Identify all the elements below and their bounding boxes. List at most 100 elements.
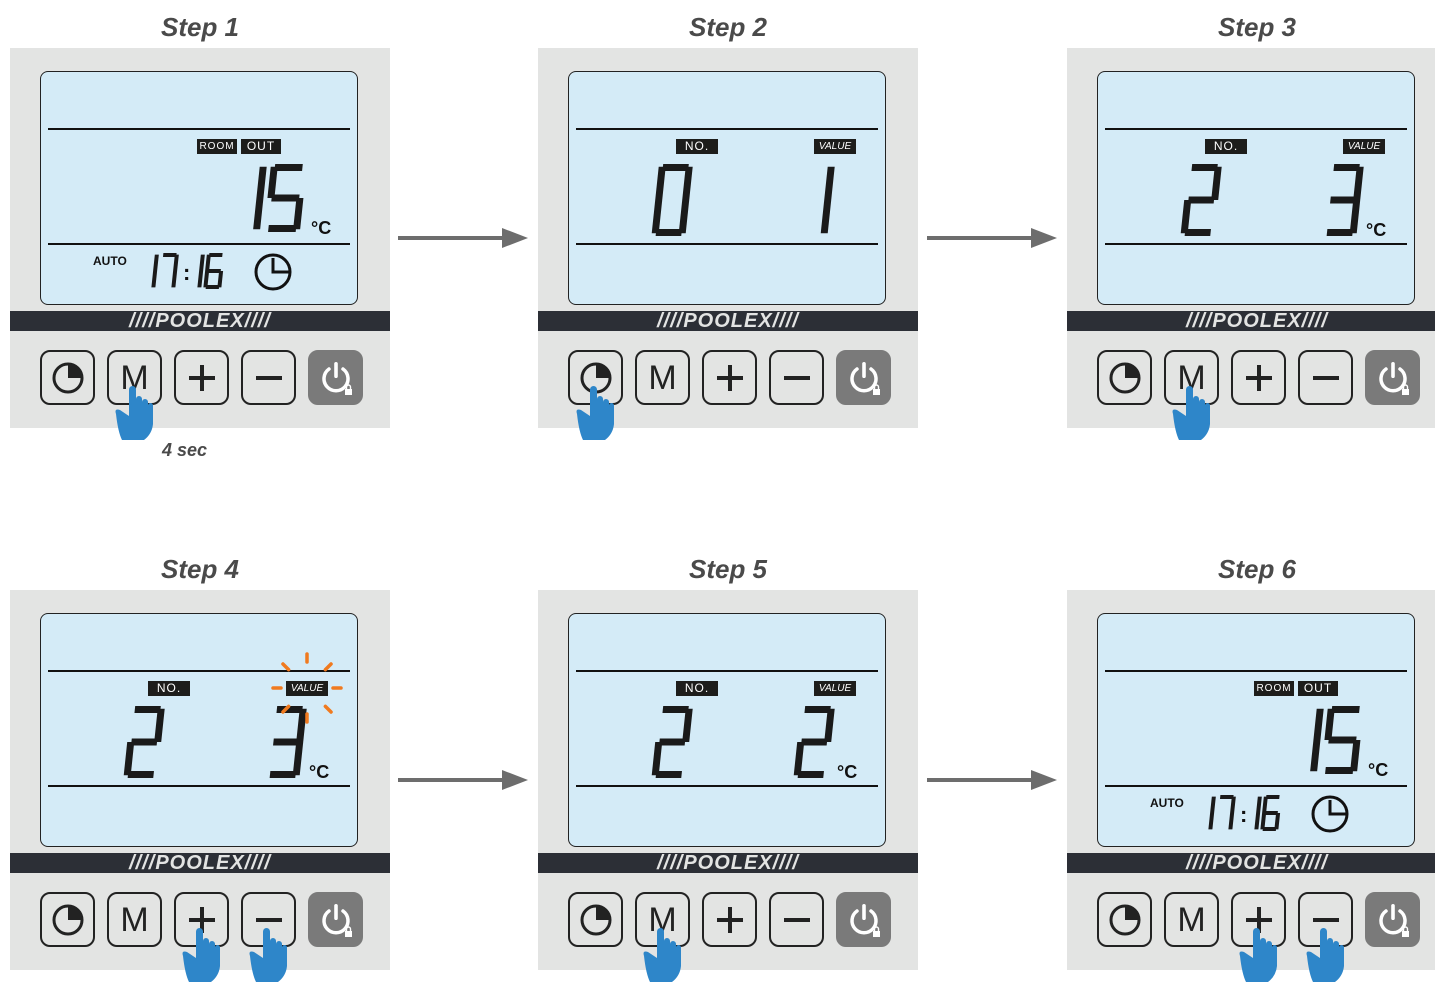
clock-button[interactable] xyxy=(568,892,623,947)
mode-button-label: M xyxy=(1177,900,1206,939)
digit-segment xyxy=(797,771,824,778)
digit-segment xyxy=(804,706,831,713)
parameter-value-digit xyxy=(1326,164,1364,236)
plus-button[interactable] xyxy=(702,892,757,947)
minus-button[interactable] xyxy=(1298,350,1353,405)
digit-segment xyxy=(127,771,154,778)
clock-button[interactable] xyxy=(1097,350,1152,405)
press-hand-icon xyxy=(575,384,615,440)
clock-icon xyxy=(1109,362,1140,393)
mode-button[interactable]: M xyxy=(1164,892,1219,947)
digit-segment xyxy=(269,771,296,778)
lcd-digits: °C xyxy=(651,706,857,782)
parameter-value-digit xyxy=(269,706,307,778)
digit-segment xyxy=(1230,796,1236,813)
digit-segment xyxy=(173,254,179,271)
lcd-divider-top xyxy=(576,670,878,672)
step-title: Step 6 xyxy=(1217,554,1297,584)
lcd-divider-top xyxy=(1105,670,1407,672)
clock-button[interactable] xyxy=(40,350,95,405)
digit-segment xyxy=(1208,813,1215,830)
digit-segment xyxy=(1313,708,1324,741)
digit-segment xyxy=(203,271,210,288)
digit-segment xyxy=(659,738,686,746)
lcd-divider-top xyxy=(48,670,350,672)
unit-label: °C xyxy=(1368,760,1388,780)
lcd-divider-bottom xyxy=(576,785,878,787)
brand-strip: ////POOLEX//// xyxy=(538,311,918,331)
time-colon: : xyxy=(1240,802,1247,827)
unit-label: °C xyxy=(1366,220,1386,240)
timer-icon xyxy=(254,253,292,291)
lcd-divider-bottom xyxy=(1105,243,1407,245)
brand-logo: ////POOLEX//// xyxy=(1186,852,1328,874)
digit-segment xyxy=(197,271,204,288)
lcd-divider-bottom xyxy=(48,243,350,245)
digit-segment xyxy=(824,708,835,743)
power-lock-icon xyxy=(849,361,880,395)
power-button[interactable] xyxy=(1365,350,1420,405)
step-title: Step 1 xyxy=(160,12,240,42)
mode-button[interactable]: M xyxy=(107,892,162,947)
power-lock-icon xyxy=(1378,361,1409,395)
digit-segment xyxy=(1260,813,1267,830)
brand-logo: ////POOLEX//// xyxy=(657,310,799,332)
plus-icon xyxy=(188,906,215,933)
time-digit xyxy=(1260,795,1281,831)
digit-segment xyxy=(253,198,264,230)
power-button[interactable] xyxy=(836,892,891,947)
digit-segment xyxy=(131,738,158,746)
digit-segment xyxy=(296,708,307,743)
minus-button[interactable] xyxy=(769,350,824,405)
parameter-number-label: NO. xyxy=(676,681,718,696)
minus-button[interactable] xyxy=(241,350,296,405)
digit-segment xyxy=(1325,767,1354,774)
digit-segment xyxy=(1274,813,1281,830)
lcd-digits: °C: xyxy=(1208,706,1388,833)
mode-button[interactable]: M xyxy=(635,350,690,405)
clock-button[interactable] xyxy=(1097,892,1152,947)
plus-button[interactable] xyxy=(1231,350,1286,405)
digit-segment xyxy=(1350,740,1361,772)
digit-segment xyxy=(651,742,663,776)
brand-logo: ////POOLEX//// xyxy=(657,852,799,874)
power-button[interactable] xyxy=(308,350,363,405)
step-3: Step 3 °C NO.VALUE ////POOLEX//// M xyxy=(1067,0,1435,480)
power-button[interactable] xyxy=(308,892,363,947)
mode-button[interactable]: M xyxy=(635,892,690,947)
press-hand-icon xyxy=(1238,926,1278,982)
timer-icon xyxy=(1311,795,1349,833)
digit-segment xyxy=(1184,229,1211,236)
digit-segment xyxy=(682,166,693,201)
parameter-number-digit xyxy=(1180,164,1222,236)
digit-segment xyxy=(1310,740,1321,772)
power-button[interactable] xyxy=(836,350,891,405)
thermostat-panel: NO.VALUE ////POOLEX//// M xyxy=(538,48,918,428)
plus-icon xyxy=(716,364,743,391)
lcd-digits: °C xyxy=(123,652,343,782)
digit-segment xyxy=(217,271,224,288)
clock-button[interactable] xyxy=(40,892,95,947)
parameter-value-label: VALUE xyxy=(814,139,856,154)
parameter-number-label: NO. xyxy=(148,681,190,696)
minus-button[interactable] xyxy=(769,892,824,947)
digit-segment xyxy=(655,229,682,236)
lcd-divider-bottom xyxy=(48,785,350,787)
parameter-value-label: VALUE xyxy=(814,681,856,696)
brand-logo: ////POOLEX//// xyxy=(129,310,271,332)
temp-digit xyxy=(253,166,267,230)
clock-button[interactable] xyxy=(568,350,623,405)
minus-icon xyxy=(255,375,282,380)
power-button[interactable] xyxy=(1365,892,1420,947)
digit-segment xyxy=(801,738,828,746)
step-arrow-icon xyxy=(398,770,528,790)
clock-icon xyxy=(1109,904,1140,935)
plus-button[interactable] xyxy=(174,350,229,405)
digit-segment xyxy=(662,164,689,171)
parameter-value-digit xyxy=(820,166,835,234)
parameter-number-label: NO. xyxy=(1205,139,1247,154)
brand-strip: ////POOLEX//// xyxy=(1067,311,1435,331)
plus-button[interactable] xyxy=(702,350,757,405)
